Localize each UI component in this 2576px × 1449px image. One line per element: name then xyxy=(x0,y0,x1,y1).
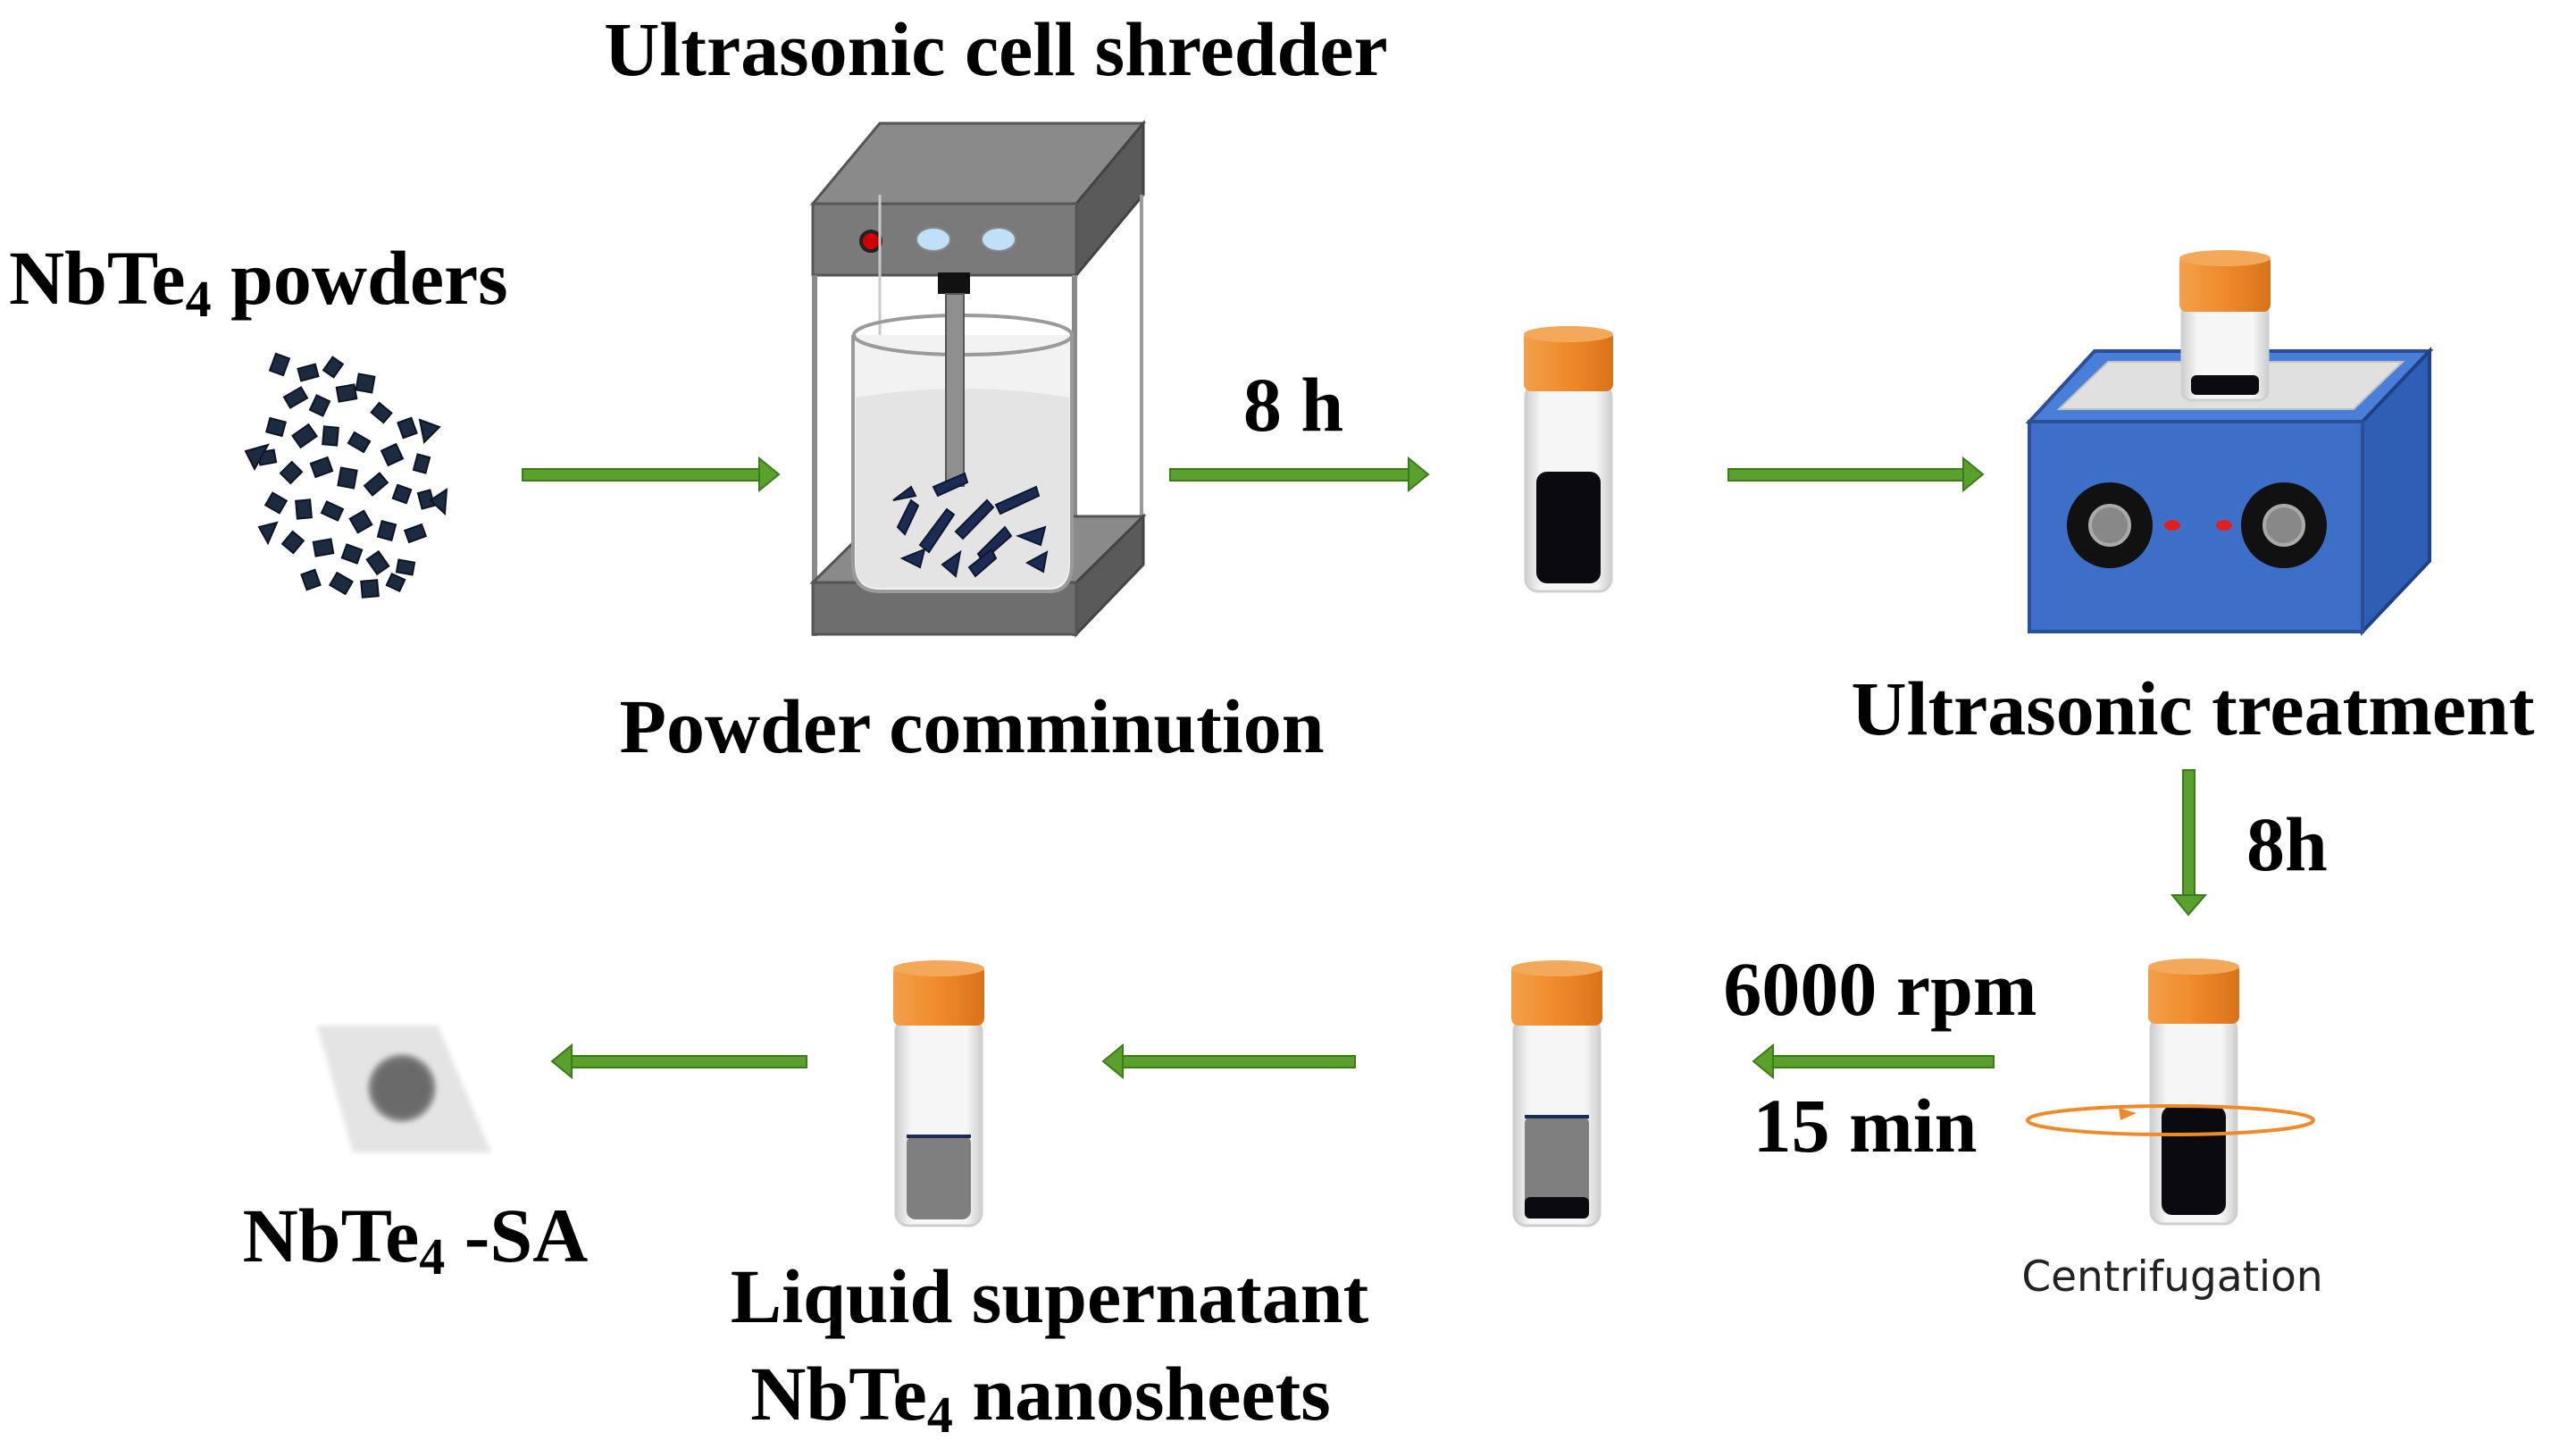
vial-dispersion xyxy=(1524,326,1613,593)
arrow-shredder-to-vial xyxy=(1169,456,1430,493)
vial-centrifuge xyxy=(2026,959,2315,1226)
label-ultrasonic-treatment: Ultrasonic treatment xyxy=(1851,666,2535,751)
label-centrifuge-time: 15 min xyxy=(1752,1083,1978,1168)
label-duration-8h: 8 h xyxy=(1242,362,1344,448)
arrow-bath-to-centrifuge xyxy=(2170,769,2208,917)
arrow-vial-to-bath xyxy=(1727,456,1985,493)
power-indicator-icon xyxy=(859,230,882,253)
vial-supernatant xyxy=(893,960,984,1227)
label-centrifugation: Centrifugation xyxy=(2021,1252,2323,1302)
arrow-supernatant-to-sa xyxy=(550,1043,807,1080)
label-powder-comminution: Powder comminution xyxy=(619,683,1325,769)
control-knob-icon xyxy=(916,227,951,252)
arrow-centrifuge-to-settled xyxy=(1752,1043,1995,1080)
label-liquid-supernatant: Liquid supernatant xyxy=(730,1253,1369,1339)
ultrasonic-bath xyxy=(2025,250,2434,637)
vial-settled xyxy=(1511,960,1602,1227)
label-centrifuge-speed: 6000 rpm xyxy=(1723,946,2037,1032)
ultrasonic-cell-shredder xyxy=(809,119,1147,638)
arrow-powders-to-shredder xyxy=(522,456,781,493)
arrow-settled-to-supernatant xyxy=(1101,1043,1356,1080)
control-knob-icon xyxy=(981,227,1016,252)
nbte4-sa-film xyxy=(317,1026,491,1152)
nbte4-powder-pile xyxy=(244,352,448,599)
rotation-arrow-icon xyxy=(2119,1108,2137,1120)
rotation-orbit-icon xyxy=(2026,1104,2315,1136)
label-nbte4-sa: NbTe4 -SA xyxy=(242,1193,589,1286)
label-duration-8h-vertical: 8h xyxy=(2246,801,2328,887)
label-nbte4-nanosheets: NbTe4 nanosheets xyxy=(750,1351,1331,1444)
label-ultrasonic-cell-shredder: Ultrasonic cell shredder xyxy=(604,6,1388,92)
label-nbte4-powders: NbTe4 powders xyxy=(9,235,508,328)
